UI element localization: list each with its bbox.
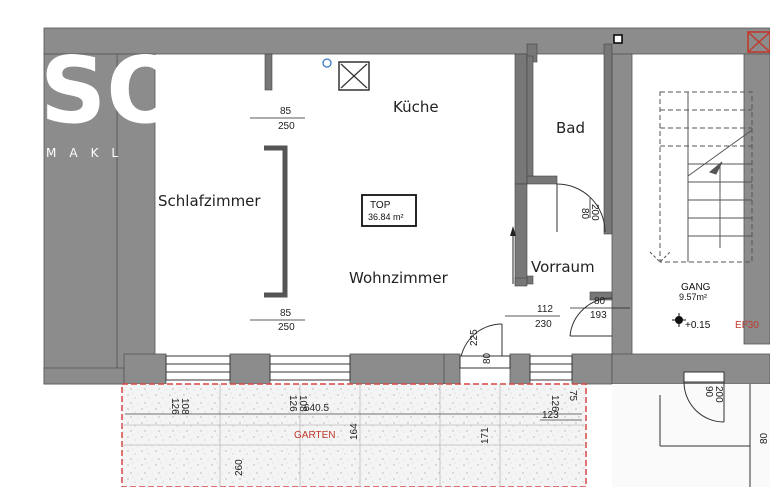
room-bad: Bad [556, 119, 585, 137]
dim-window-top-b: 250 [278, 121, 295, 132]
outer-walls [43, 27, 770, 385]
dim-garden-width: 640.5 [304, 403, 329, 414]
dim-win1-a: 108 [179, 398, 190, 415]
svg-text:MAKL: MAKL [46, 146, 131, 160]
dim-garden-171: 171 [480, 427, 491, 444]
dim-garden-164: 164 [349, 423, 360, 440]
shaft-icon [613, 34, 623, 44]
top-label-box [361, 194, 417, 227]
dim-bad-door-a: 80 [579, 208, 590, 220]
dim-right-edge: 80 [759, 432, 770, 444]
room-schlafzimmer: Schlafzimmer [158, 192, 261, 210]
dim-window-bottom-a: 85 [280, 308, 292, 319]
dim-garden-260: 260 [234, 459, 245, 476]
shaft-red-icon [747, 31, 770, 53]
entry-platform [612, 384, 770, 487]
dim-right-door-b: 200 [713, 386, 724, 403]
entry-door-right [659, 371, 751, 487]
room-garten: GARTEN [294, 430, 336, 441]
svg-text:SO: SO [40, 37, 184, 144]
dim-gang-door-a: 80 [594, 296, 606, 307]
dim-gang-door-b: 193 [590, 310, 607, 321]
staircase [649, 91, 753, 263]
dim-bad-door-b: 200 [589, 204, 600, 221]
room-wohnzimmer: Wohnzimmer [349, 269, 449, 287]
dim-entry-b: 80 [482, 352, 493, 364]
dim-garden-side: 123 [542, 410, 559, 421]
interior-walls [264, 43, 613, 301]
entry-arrow-icon [510, 226, 516, 284]
dim-window-top-a: 85 [280, 106, 292, 117]
dim-window-bottom-b: 250 [278, 322, 295, 333]
dim-win1-b: 126 [169, 398, 180, 415]
windows [165, 355, 573, 381]
dim-vorraum-a: 112 [537, 304, 553, 315]
wardrobe-bracket [264, 145, 288, 298]
marker-blue-icon [322, 58, 332, 68]
dim-win3-a: 126 [549, 395, 560, 412]
dim-win3-b: 75 [567, 390, 578, 402]
garden-grid [122, 384, 586, 487]
room-gang: GANG [681, 282, 711, 293]
vent-icon [338, 61, 370, 91]
room-vorraum: Vorraum [531, 258, 595, 276]
room-kueche: Küche [393, 98, 439, 116]
top-label-title: TOP [370, 200, 391, 211]
dim-entry-a: 225 [469, 329, 480, 346]
dim-right-door-a: 90 [703, 386, 714, 398]
top-label-area: 36.84 m² [368, 212, 404, 222]
level-marker-icon [672, 313, 686, 327]
level-value: +0.15 [685, 320, 711, 331]
ei-label: EI²30 [735, 320, 759, 331]
garden-area [121, 383, 587, 487]
dim-win2-b: 126 [287, 395, 298, 412]
dimension-lines [250, 117, 630, 321]
logo-watermark: SO MAKL [40, 37, 184, 160]
dim-vorraum-b: 230 [535, 319, 552, 330]
gang-area: 9.57m² [679, 292, 707, 302]
dim-win2-a: 108 [297, 395, 308, 412]
